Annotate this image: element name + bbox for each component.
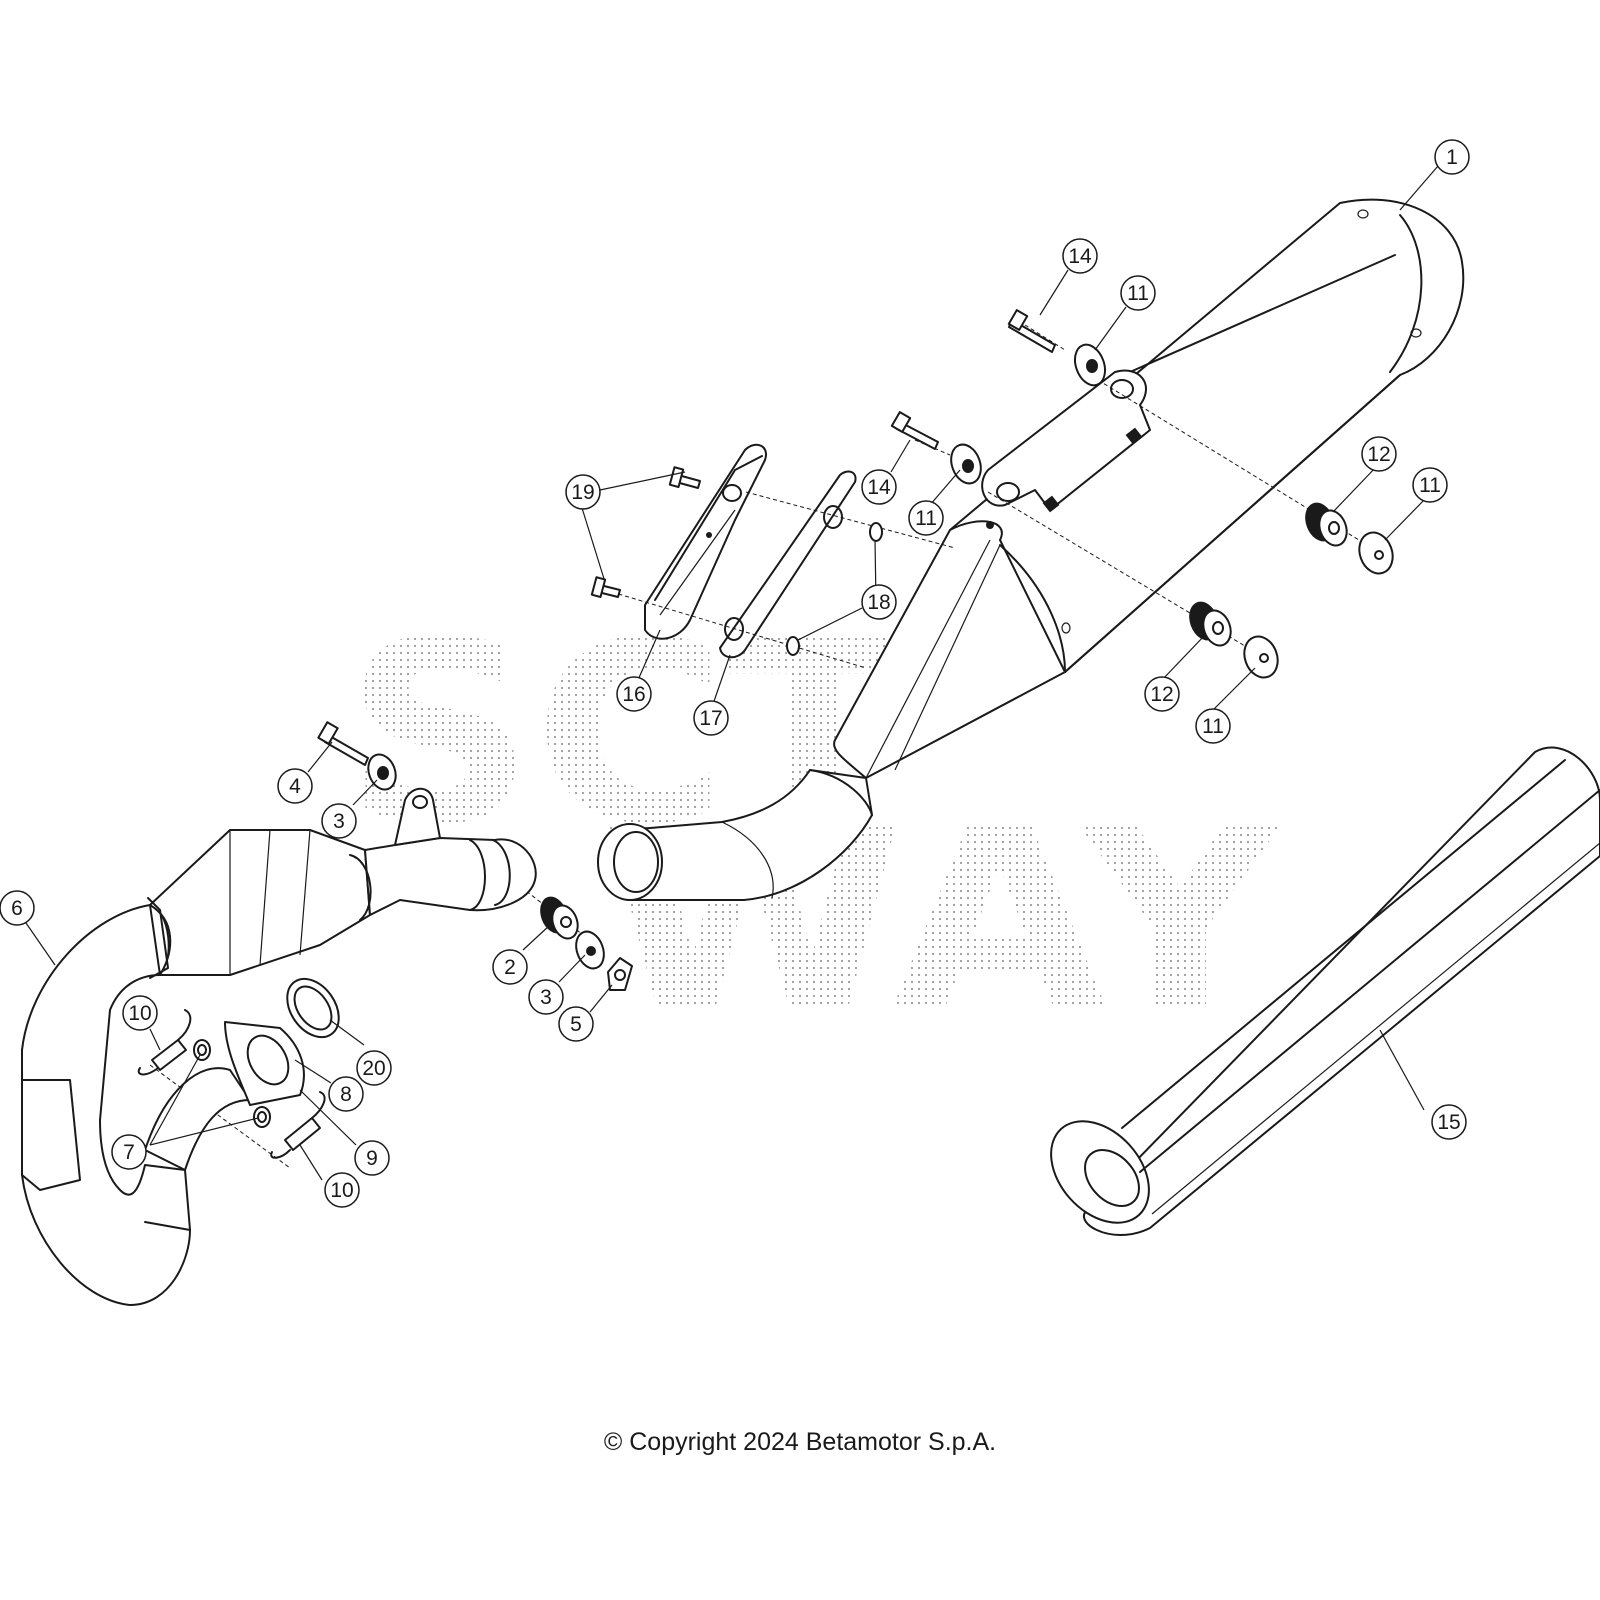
callout-14: 14	[861, 469, 897, 505]
callout-17: 17	[693, 700, 729, 736]
svg-text:12: 12	[1367, 443, 1390, 466]
guard-plate	[644, 443, 767, 640]
svg-text:19: 19	[571, 481, 594, 504]
callout-5: 5	[558, 1006, 594, 1042]
callout-6: 6	[0, 890, 35, 926]
callout-20: 20	[356, 1050, 392, 1086]
svg-text:3: 3	[540, 986, 552, 1009]
svg-text:11: 11	[1419, 474, 1441, 497]
callout-3: 3	[528, 979, 564, 1015]
hardware	[317, 309, 1394, 991]
svg-text:6: 6	[11, 897, 23, 920]
svg-text:3: 3	[333, 810, 345, 833]
callout-1: 1	[1434, 139, 1470, 175]
callout-16: 16	[616, 676, 652, 712]
leader-lines	[25, 165, 1439, 1181]
svg-text:18: 18	[867, 591, 890, 614]
callout-11: 11	[1195, 708, 1231, 744]
svg-text:5: 5	[570, 1013, 582, 1036]
callout-10: 10	[122, 995, 158, 1031]
svg-text:4: 4	[289, 775, 301, 798]
callout-8: 8	[328, 1076, 364, 1112]
callout-11: 11	[908, 500, 944, 536]
heat-shield-tube	[1050, 746, 1600, 1236]
svg-text:16: 16	[622, 683, 645, 706]
svg-text:11: 11	[1202, 715, 1224, 738]
svg-text:2: 2	[504, 956, 516, 979]
callout-12: 12	[1144, 676, 1180, 712]
callout-10: 10	[324, 1172, 360, 1208]
svg-text:14: 14	[1068, 245, 1092, 268]
svg-text:8: 8	[340, 1083, 352, 1106]
header-pipe	[21, 787, 537, 1306]
callout-12: 12	[1361, 436, 1397, 472]
silencer	[597, 198, 1465, 901]
springs	[137, 1009, 326, 1159]
callout-14: 14	[1062, 238, 1098, 274]
callout-4: 4	[277, 768, 313, 804]
callout-11: 11	[1412, 467, 1448, 503]
svg-text:9: 9	[366, 1147, 378, 1170]
svg-text:11: 11	[1127, 282, 1149, 305]
svg-text:10: 10	[330, 1179, 353, 1202]
svg-text:15: 15	[1437, 1111, 1460, 1134]
svg-text:12: 12	[1150, 683, 1173, 706]
callout-7: 7	[111, 1134, 147, 1170]
callout-2: 2	[492, 949, 528, 985]
callout-19: 19	[565, 474, 601, 510]
svg-text:11: 11	[915, 507, 937, 530]
svg-text:20: 20	[362, 1057, 385, 1080]
callout-9: 9	[354, 1140, 390, 1176]
callout-18: 18	[861, 584, 897, 620]
callout-3: 3	[321, 803, 357, 839]
svg-text:17: 17	[699, 707, 722, 730]
svg-text:14: 14	[867, 476, 891, 499]
svg-text:10: 10	[128, 1002, 151, 1025]
gasket-plate	[719, 470, 857, 659]
svg-text:1: 1	[1446, 146, 1458, 169]
flange-nuts	[193, 1039, 271, 1128]
copyright-notice: © Copyright 2024 Betamotor S.p.A.	[603, 1428, 997, 1456]
callout-11: 11	[1120, 275, 1156, 311]
svg-text:7: 7	[123, 1141, 135, 1164]
watermark-line2: WAY	[600, 773, 1283, 1064]
exhaust-gasket	[286, 977, 340, 1039]
callout-15: 15	[1431, 1104, 1467, 1140]
